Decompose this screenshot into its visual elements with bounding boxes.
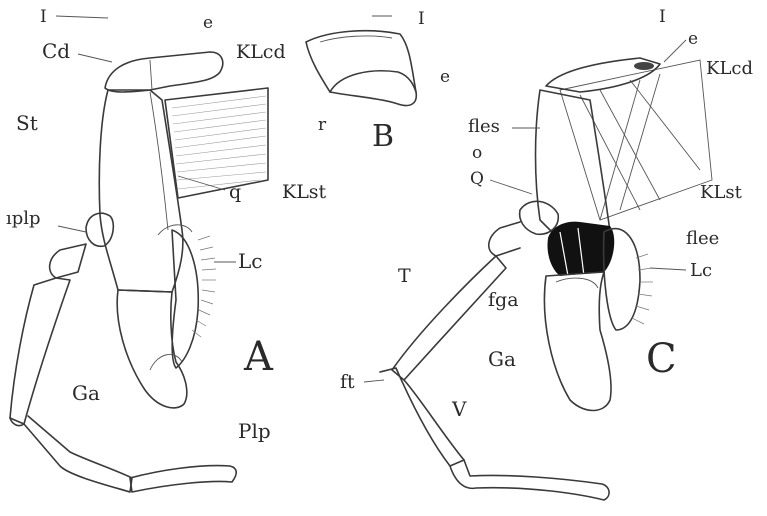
- label-a-I: I: [40, 7, 47, 27]
- panel-c-labels: I e KLcd fles o Q KLst flee Lc T fga Ga …: [340, 7, 753, 421]
- label-c-V: V: [451, 397, 467, 421]
- panel-label-b: B: [372, 119, 394, 154]
- panel-a-muscle-hatching: [172, 96, 266, 189]
- label-a-KLst: KLst: [282, 181, 327, 203]
- panel-b-labels: I e r B: [318, 9, 450, 154]
- label-c-Ga: Ga: [488, 347, 516, 371]
- label-b-e: e: [440, 67, 450, 87]
- panel-a-lacinia-bristles: [192, 236, 216, 337]
- label-b-I: I: [418, 9, 425, 29]
- label-c-KLst: KLst: [700, 182, 743, 203]
- label-c-I: I: [659, 7, 666, 27]
- panel-label-c: C: [646, 336, 677, 382]
- panel-a-drawing: [10, 52, 268, 492]
- label-c-o: o: [472, 143, 482, 163]
- panel-c-lacinia-bristles: [632, 254, 653, 324]
- label-c-e: e: [688, 29, 698, 49]
- label-c-fles: fles: [468, 116, 500, 137]
- label-c-KLcd: KLcd: [706, 58, 753, 79]
- label-c-T: T: [398, 265, 411, 287]
- label-a-Lc: Lc: [238, 249, 262, 273]
- label-c-fga: fga: [488, 289, 519, 311]
- panel-c-drawing: [380, 58, 712, 500]
- label-a-Plp: Plp: [238, 419, 271, 443]
- label-a-St: St: [16, 111, 38, 135]
- panel-c-cardo-tip: [634, 62, 654, 70]
- panel-a-labels: I Cd e KLcd St q KLst ıplp Lc Ga Plp A: [6, 7, 327, 443]
- label-c-ft: ft: [340, 371, 355, 393]
- label-b-r: r: [318, 115, 327, 135]
- label-a-KLcd: KLcd: [236, 41, 286, 63]
- label-c-Q: Q: [470, 169, 484, 189]
- label-a-Ga: Ga: [72, 381, 100, 405]
- label-c-flee: flee: [686, 228, 719, 249]
- panel-label-a: A: [243, 334, 274, 380]
- label-c-Lc: Lc: [690, 260, 712, 281]
- label-a-Cd: Cd: [42, 39, 70, 63]
- label-a-iplp: ıplp: [6, 208, 41, 229]
- label-a-q: q: [229, 181, 241, 203]
- label-a-e: e: [203, 13, 213, 33]
- panel-b-drawing: [306, 31, 416, 106]
